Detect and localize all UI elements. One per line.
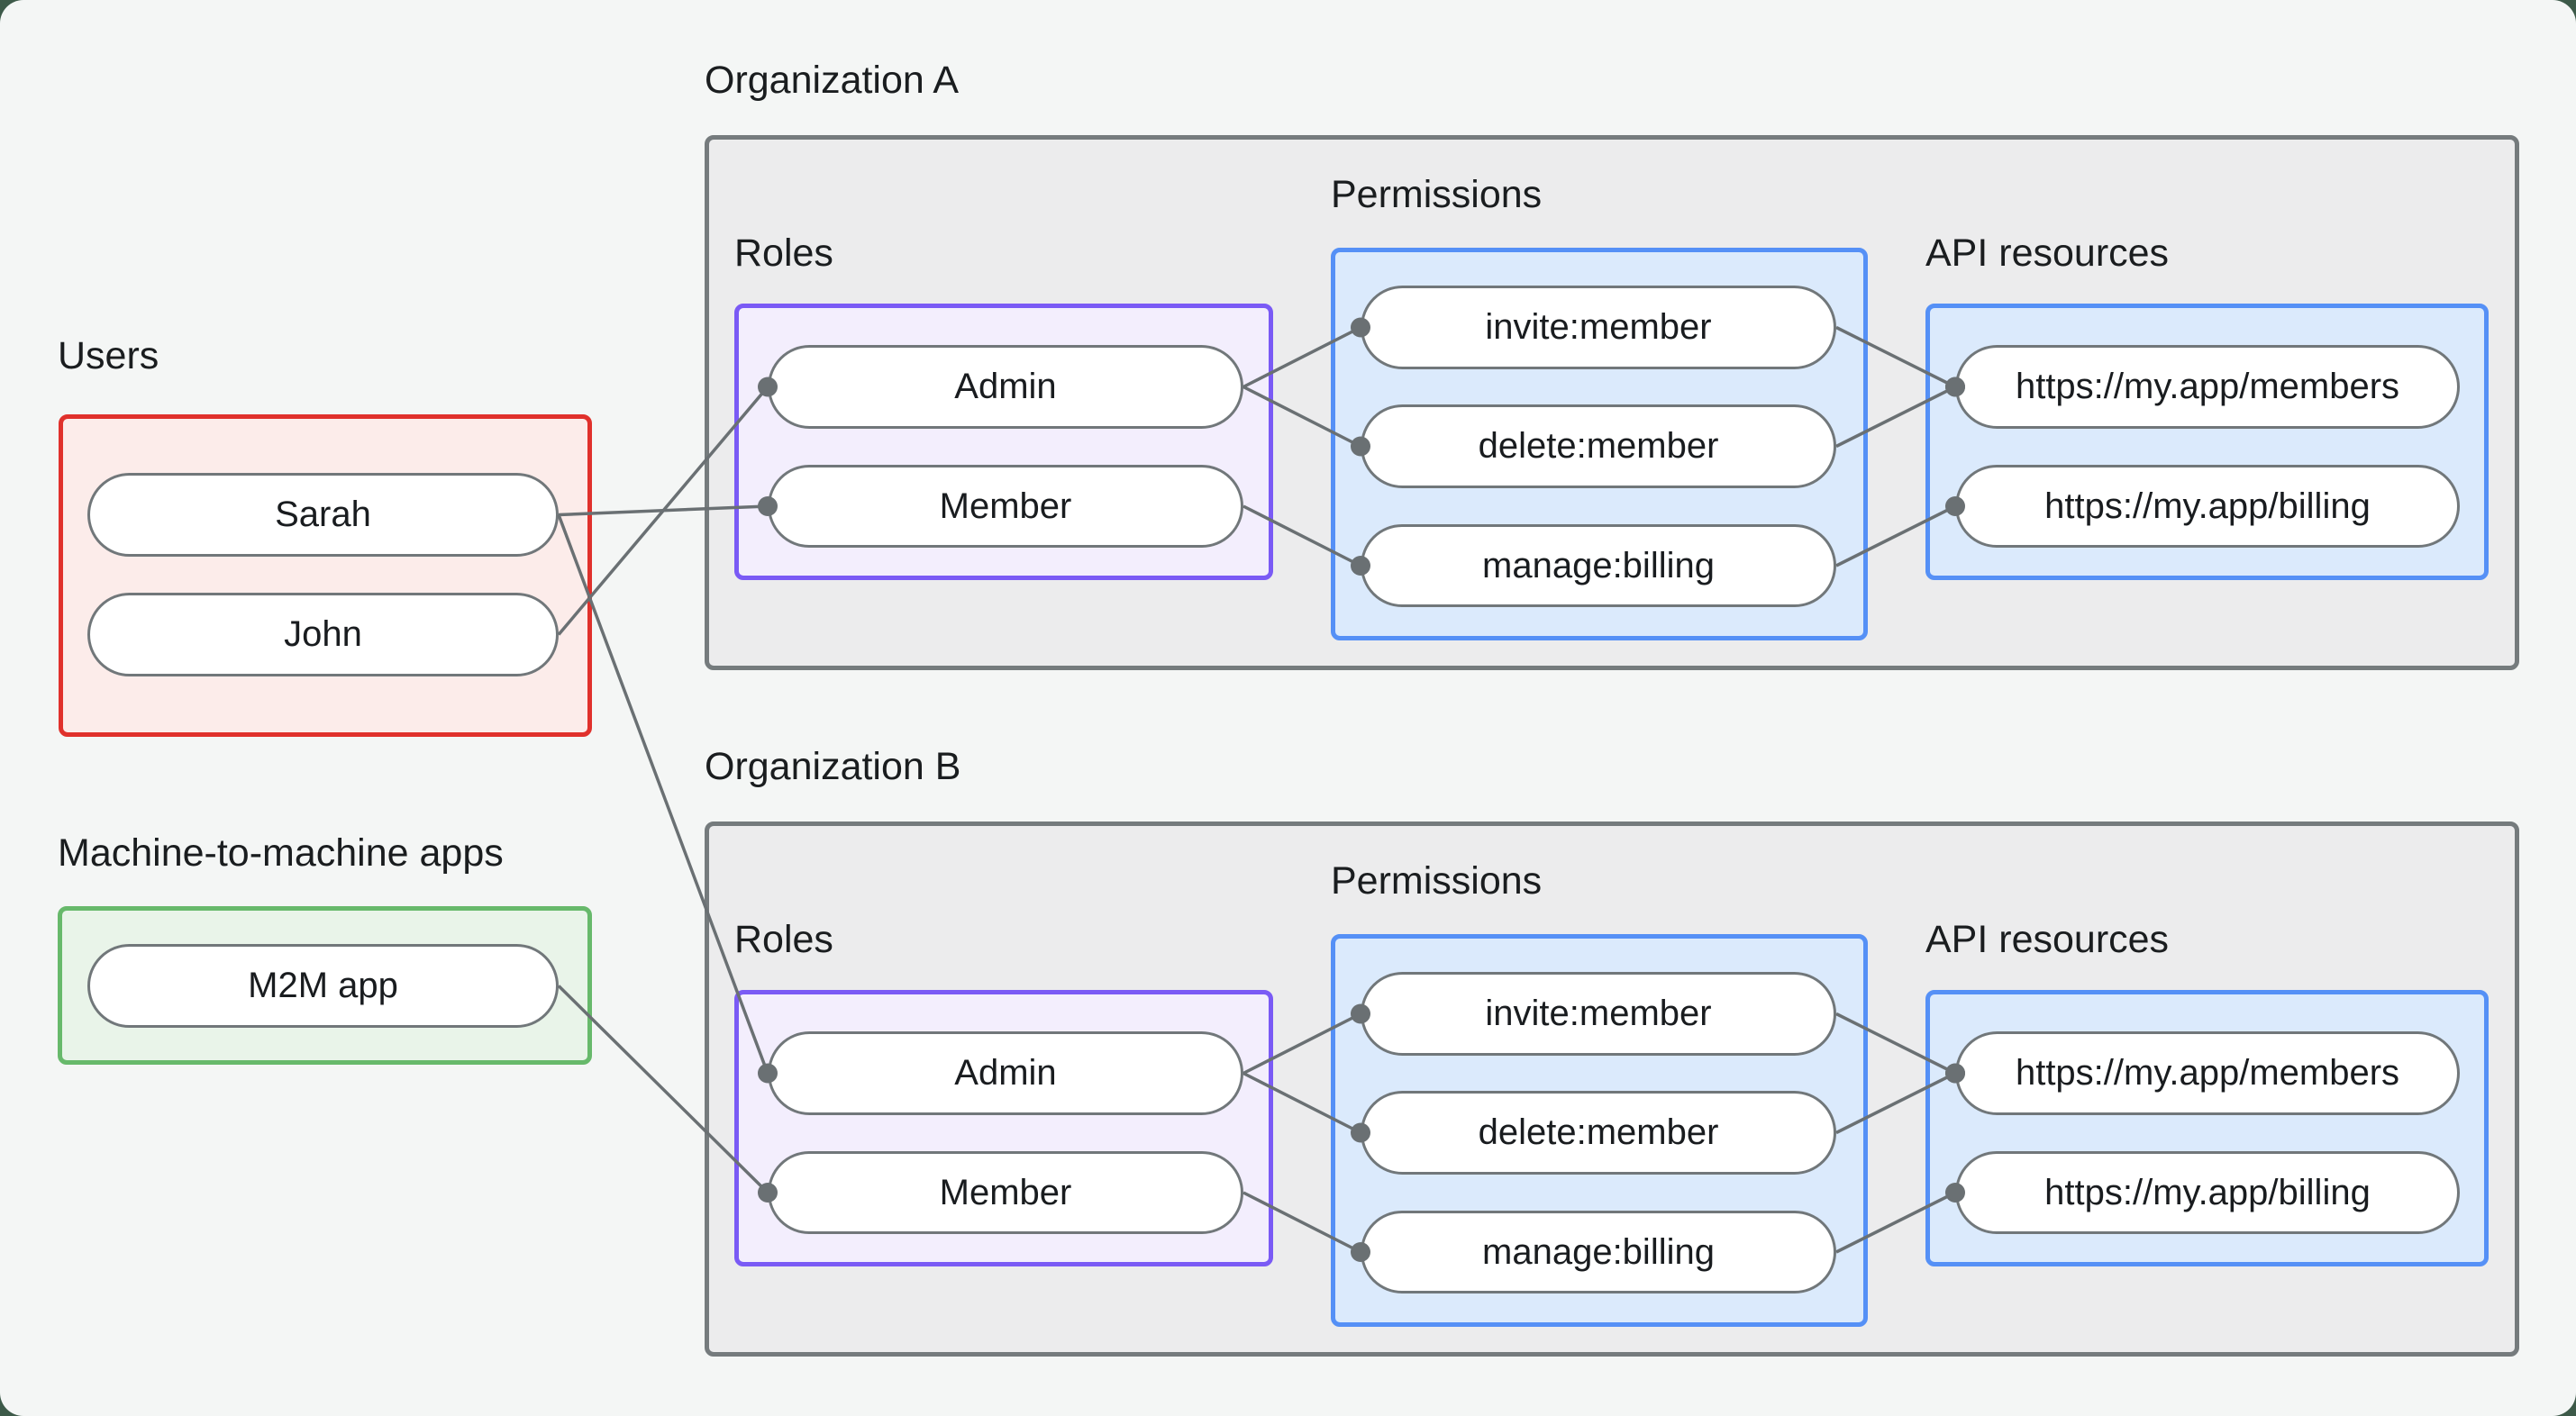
node-org-a-permission-invite-member: invite:member: [1361, 286, 1836, 369]
node-org-a-role-member: Member: [768, 465, 1243, 548]
node-org-a-permission-delete-member: delete:member: [1361, 404, 1836, 488]
node-user-john: John: [87, 593, 559, 676]
org-b-api-resources-label: API resources: [1925, 918, 2170, 961]
node-org-b-permission-manage-billing: manage:billing: [1361, 1211, 1836, 1293]
node-org-b-permission-invite-member: invite:member: [1361, 972, 1836, 1056]
node-org-a-api-members: https://my.app/members: [1955, 345, 2460, 429]
users-group-box: [59, 414, 592, 737]
org-a-roles-label: Roles: [734, 231, 833, 275]
org-a-api-resources-label: API resources: [1925, 231, 2170, 275]
node-org-b-permission-delete-member: delete:member: [1361, 1091, 1836, 1175]
node-m2m-app: M2M app: [87, 944, 559, 1028]
node-org-a-role-admin: Admin: [768, 345, 1243, 429]
org-b-label: Organization B: [705, 745, 961, 788]
org-b-permissions-label: Permissions: [1331, 859, 1543, 903]
org-b-roles-label: Roles: [734, 918, 833, 961]
node-org-b-api-members: https://my.app/members: [1955, 1031, 2460, 1115]
node-org-b-role-admin: Admin: [768, 1031, 1243, 1115]
node-org-b-api-billing: https://my.app/billing: [1955, 1151, 2460, 1234]
m2m-apps-label: Machine-to-machine apps: [58, 831, 504, 875]
org-a-label: Organization A: [705, 59, 960, 102]
node-org-a-permission-manage-billing: manage:billing: [1361, 524, 1836, 607]
users-label: Users: [58, 334, 159, 377]
node-org-b-role-member: Member: [768, 1151, 1243, 1234]
org-a-permissions-label: Permissions: [1331, 173, 1543, 216]
node-user-sarah: Sarah: [87, 473, 559, 557]
node-org-a-api-billing: https://my.app/billing: [1955, 465, 2460, 548]
